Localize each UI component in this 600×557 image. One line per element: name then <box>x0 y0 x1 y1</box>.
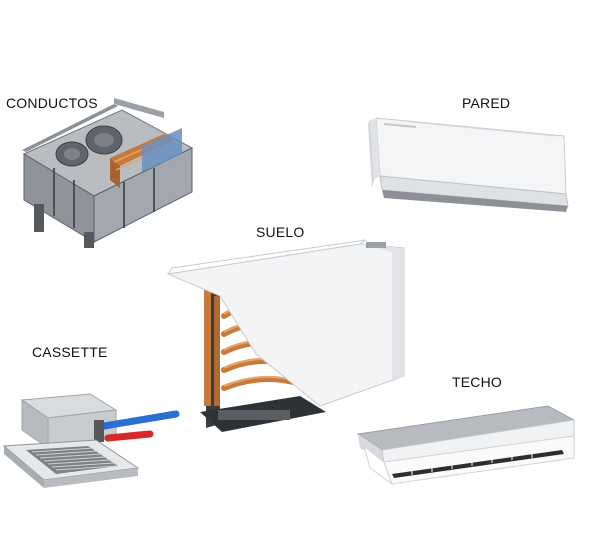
cassette-unit-icon <box>0 384 180 504</box>
label-cassette: CASSETTE <box>32 344 108 360</box>
wall-split-unit-icon <box>366 110 578 218</box>
label-suelo: SUELO <box>256 224 305 240</box>
label-techo: TECHO <box>452 374 502 390</box>
label-pared: PARED <box>462 95 511 111</box>
ceiling-unit-icon <box>352 396 578 490</box>
ducted-unit-icon <box>14 92 204 252</box>
floor-console-unit-icon <box>160 236 410 442</box>
label-conductos: CONDUCTOS <box>6 95 98 111</box>
